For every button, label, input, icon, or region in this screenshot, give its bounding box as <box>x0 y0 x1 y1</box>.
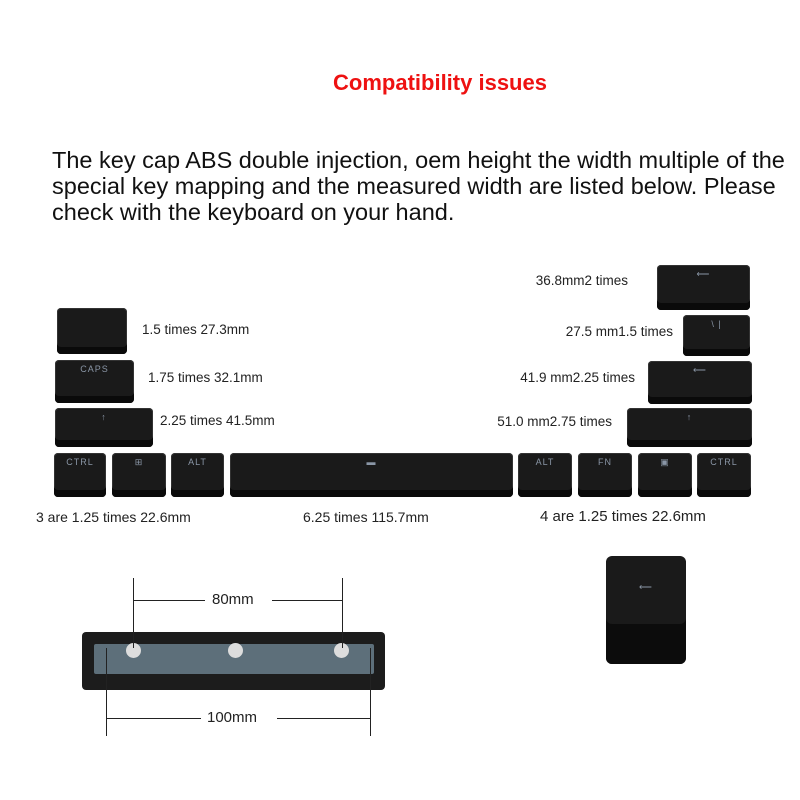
backslash-legend: \ | <box>711 319 722 329</box>
label-tab: 1.5 times 27.3mm <box>142 322 250 337</box>
ctrl-legend: CTRL <box>66 457 94 467</box>
label-backspace: 36.8mm2 times <box>535 273 628 288</box>
dimension-line <box>133 578 134 648</box>
spacebar-mark-icon: ▬ <box>366 457 377 467</box>
dimension-line <box>277 718 370 719</box>
label-backslash: 27.5 mm1.5 times <box>565 324 673 339</box>
caps-legend: CAPS <box>80 364 109 374</box>
label-rshift: 51.0 mm2.75 times <box>497 414 612 429</box>
backslash-keycap: \ | <box>683 315 750 356</box>
dimension-line <box>370 648 371 736</box>
left-alt-keycap: ALT <box>171 453 224 497</box>
right-alt-keycap: ALT <box>518 453 572 497</box>
label-lshift: 2.25 times 41.5mm <box>160 413 275 428</box>
fn-legend: FN <box>598 457 612 467</box>
stabilizer-post <box>126 643 141 658</box>
dimension-line <box>272 600 342 601</box>
enter-legend: ⟵ <box>693 365 707 375</box>
ctrl-legend: CTRL <box>710 457 738 467</box>
caption-space: 6.25 times 115.7mm <box>303 509 429 525</box>
caption-left-mods: 3 are 1.25 times 22.6mm <box>36 509 191 525</box>
left-shift-keycap: ↑ <box>55 408 153 447</box>
enter-keycap: ⟵ <box>648 361 752 404</box>
shift-legend: ↑ <box>101 412 107 422</box>
label-caps: 1.75 times 32.1mm <box>148 370 263 385</box>
caption-right-mods: 4 are 1.25 times 22.6mm <box>540 508 706 525</box>
description: The key cap ABS double injection, oem he… <box>52 147 785 225</box>
dimension-line <box>106 718 201 719</box>
spacebar-keycap: ▬ <box>230 453 513 497</box>
backspace-legend: ⟵ <box>696 269 711 279</box>
left-ctrl-keycap: CTRL <box>54 453 106 497</box>
title: Compatibility issues <box>333 70 547 95</box>
alt-legend: ALT <box>188 457 207 467</box>
dimension-80mm: 80mm <box>212 591 254 608</box>
spacebar-underside <box>82 632 385 690</box>
right-ctrl-keycap: CTRL <box>697 453 751 497</box>
right-shift-keycap: ↑ <box>627 408 752 447</box>
shift-legend: ↑ <box>686 412 693 422</box>
dimension-line <box>342 578 343 648</box>
alt-legend: ALT <box>535 457 555 467</box>
menu-keycap: ▣ <box>638 453 692 497</box>
stabilizer-post <box>334 643 349 658</box>
menu-icon: ▣ <box>660 457 670 467</box>
tab-keycap <box>57 308 127 354</box>
win-keycap: ⊞ <box>112 453 166 497</box>
caps-keycap: CAPS <box>55 360 134 403</box>
backspace-keycap: ⟵ <box>657 265 750 310</box>
backspace-legend: ⟵ <box>639 582 653 592</box>
fn-keycap: FN <box>578 453 632 497</box>
dimension-100mm: 100mm <box>207 709 258 726</box>
single-keycap-side-view: ⟵ <box>606 556 686 664</box>
label-enter: 41.9 mm2.25 times <box>520 370 635 385</box>
dimension-line <box>106 648 107 736</box>
dimension-line <box>133 600 205 601</box>
windows-icon: ⊞ <box>134 457 144 467</box>
stabilizer-post <box>228 643 243 658</box>
